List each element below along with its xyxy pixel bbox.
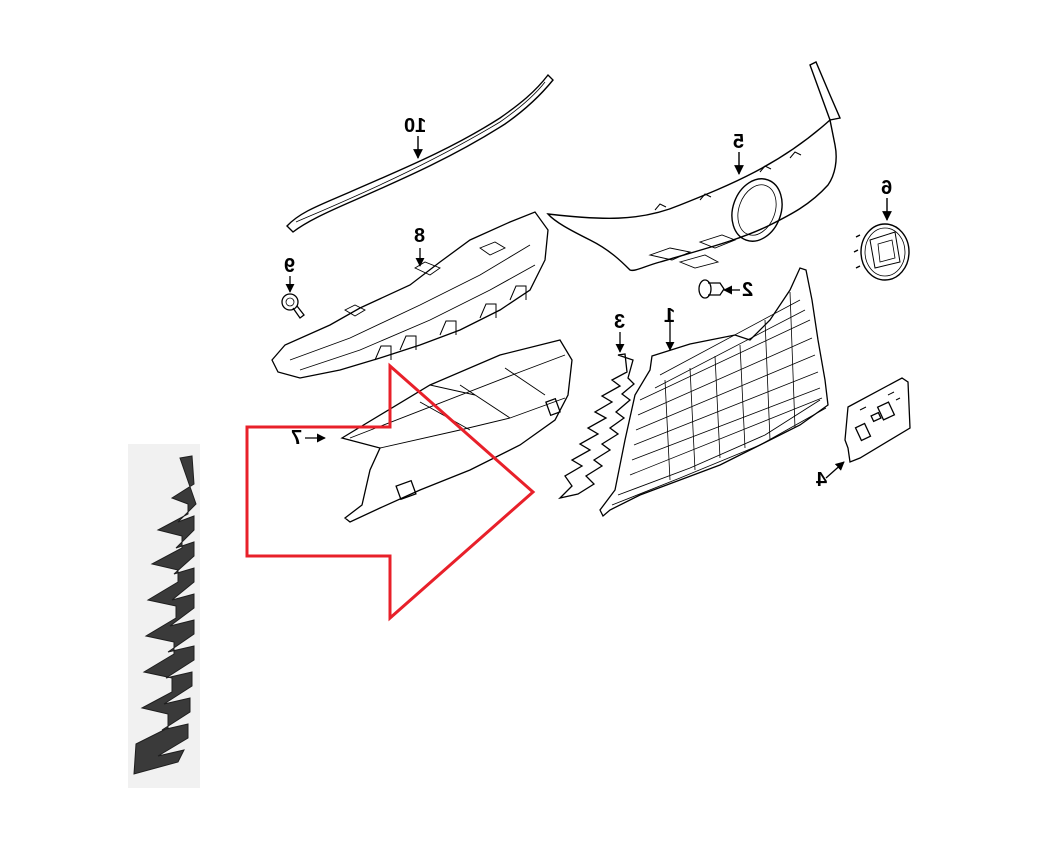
callout-2: 2 [742,279,754,301]
callout-3: 3 [614,311,626,333]
part-3-wavy-trim-strip [557,332,635,500]
highlight-arrow [245,362,536,622]
callout-7: 7 [291,427,303,449]
part-10-molding-strip [286,73,554,233]
part-7-lower-cover-panel [305,339,573,523]
part-8-support-bracket [271,211,549,379]
part-5-upper-grille-frame [546,61,841,272]
part-9-screw [281,276,305,319]
part-1-grille-mesh [599,267,829,518]
part-4-plate-bracket [825,377,911,479]
callout-1: 1 [664,305,676,327]
callout-4: 4 [816,469,828,491]
callout-8: 8 [414,225,426,247]
callout-6: 6 [881,177,893,199]
callout-5: 5 [733,131,745,153]
wavy-strip-photo-icon [133,455,197,775]
callout-9: 9 [284,255,296,277]
part-6-emblem [853,198,910,281]
inset-photo [128,444,200,788]
part-2-clip [698,279,740,299]
callout-10: 10 [404,115,427,137]
